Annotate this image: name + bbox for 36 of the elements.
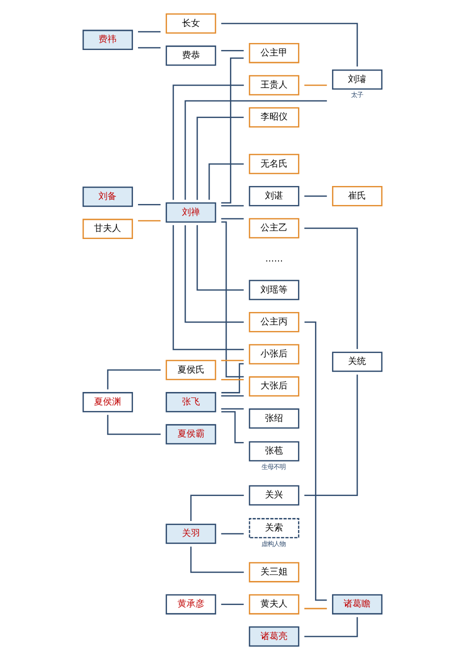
connector <box>220 408 244 410</box>
connector <box>304 374 358 496</box>
connector <box>304 196 326 197</box>
connector <box>172 225 244 350</box>
connector <box>190 494 244 521</box>
connector <box>172 84 244 200</box>
connector <box>220 360 244 362</box>
connector <box>220 205 244 206</box>
connector <box>184 100 326 200</box>
connector <box>220 411 244 444</box>
connector <box>208 163 244 200</box>
label: …… <box>264 254 282 264</box>
connector <box>220 221 244 378</box>
connector <box>220 379 244 380</box>
connector <box>220 395 244 396</box>
connector <box>196 225 244 291</box>
connector <box>220 604 244 605</box>
connector <box>190 546 244 573</box>
connector <box>196 116 244 200</box>
connector <box>220 363 244 394</box>
connector <box>106 369 160 390</box>
connector <box>106 414 160 435</box>
connector <box>138 220 160 222</box>
connector <box>304 617 358 638</box>
connector <box>304 84 326 86</box>
connector <box>184 225 244 323</box>
connector <box>220 50 244 52</box>
connector <box>220 533 244 534</box>
connector <box>304 228 358 349</box>
connector <box>220 22 358 67</box>
connector <box>138 31 160 32</box>
connector <box>138 204 160 206</box>
connector <box>138 47 160 48</box>
connector <box>220 58 244 204</box>
connector <box>304 608 326 610</box>
connector <box>220 218 244 220</box>
